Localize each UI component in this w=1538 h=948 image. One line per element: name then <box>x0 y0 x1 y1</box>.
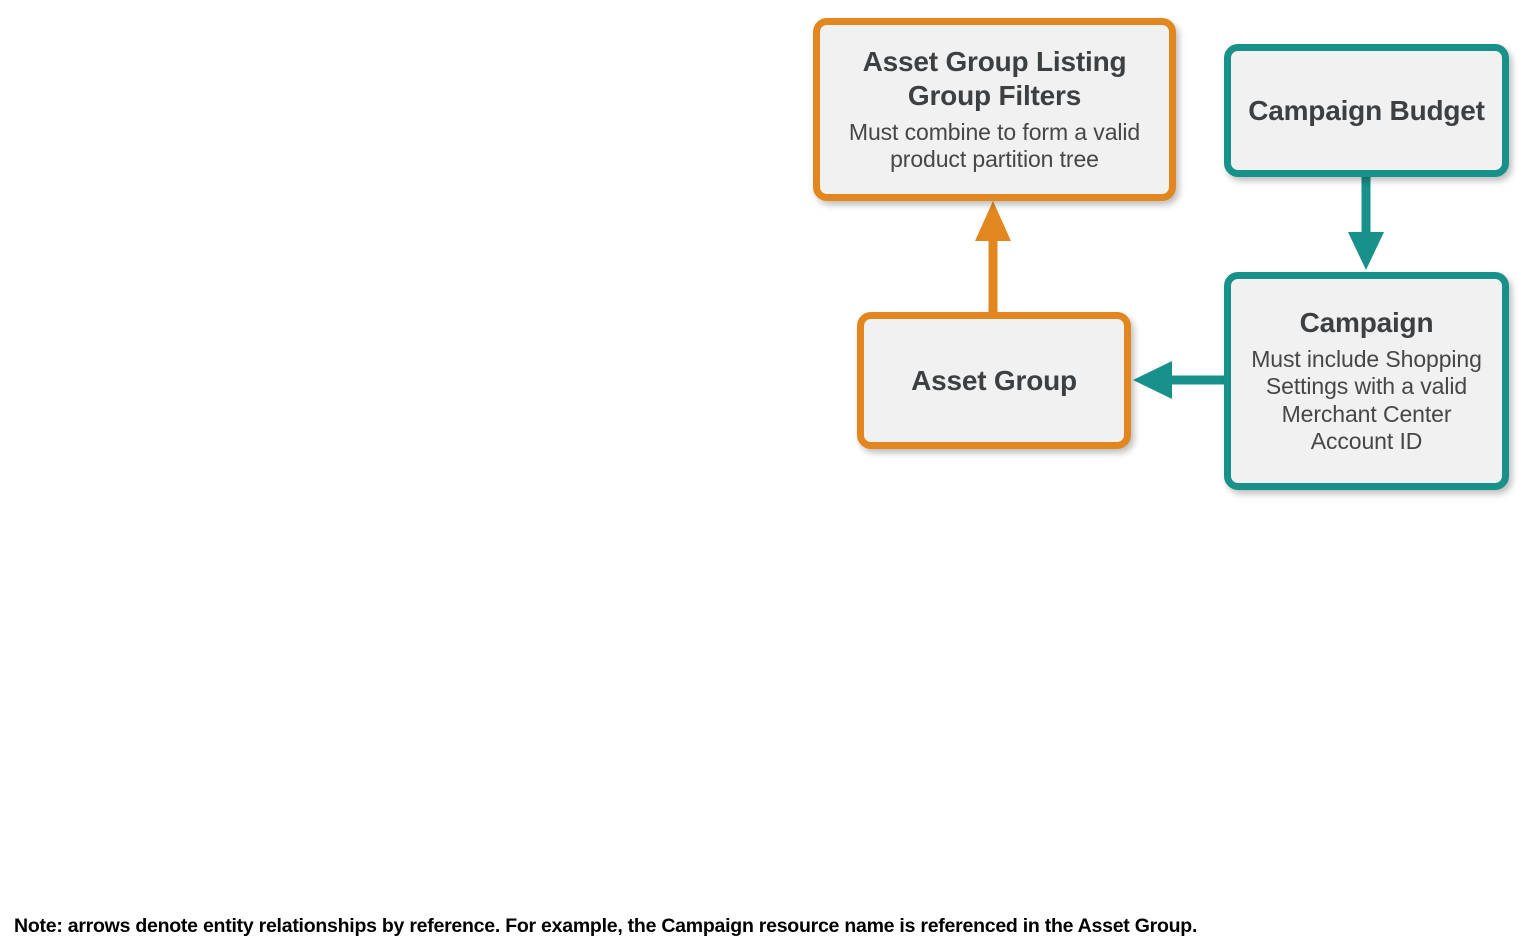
arrowhead-left-teal <box>1133 361 1172 399</box>
node-asset-group-listing-group-filters[interactable]: Asset Group Listing Group Filters Must c… <box>813 18 1176 201</box>
node-title-asset-group-listing-group-filters: Asset Group Listing Group Filters <box>862 46 1127 111</box>
arrowhead-down-teal <box>1348 232 1384 270</box>
arrowhead-up-orange <box>975 201 1011 241</box>
node-subtitle-campaign: Must include Shopping Settings with a va… <box>1251 345 1482 455</box>
node-subtitle-asset-group-listing-group-filters: Must combine to form a valid product par… <box>848 118 1141 173</box>
node-title-campaign: Campaign <box>1299 307 1434 339</box>
edge-campaign-budget-to-campaign <box>1348 174 1384 270</box>
node-campaign-budget[interactable]: Campaign Budget <box>1224 44 1509 177</box>
edge-asset-group-to-listing-group-filters <box>975 201 1011 315</box>
diagram-note: Note: arrows denote entity relationships… <box>14 915 1198 937</box>
node-title-asset-group: Asset Group <box>911 364 1077 396</box>
node-title-campaign-budget: Campaign Budget <box>1248 94 1485 126</box>
node-asset-group[interactable]: Asset Group <box>857 312 1131 449</box>
node-campaign[interactable]: Campaign Must include Shopping Settings … <box>1224 272 1509 490</box>
edge-campaign-to-asset-group <box>1133 361 1227 399</box>
